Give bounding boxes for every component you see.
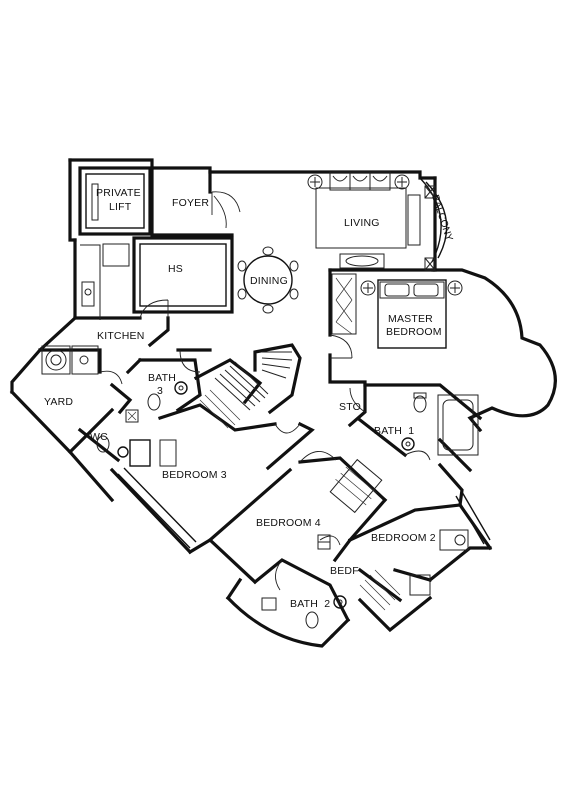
label-wc: WC [90, 431, 108, 443]
furniture [41, 171, 479, 629]
label-hs: HS [168, 263, 183, 275]
label-bedroom3: BEDROOM 3 [162, 469, 227, 481]
label-living: LIVING [344, 217, 380, 229]
label-yard: YARD [44, 396, 73, 408]
label-private-lift-2: LIFT [109, 201, 132, 213]
label-kitchen: KITCHEN [97, 330, 145, 342]
label-bedroom4: BEDROOM 4 [256, 517, 321, 529]
label-bath1: BATH 1 [374, 425, 414, 437]
label-balcony: BALCONY [429, 194, 454, 243]
label-bedroom2: BEDROOM 2 [371, 532, 436, 544]
label-master-bedroom-1: MASTER [388, 313, 433, 325]
label-sto: STO [339, 401, 361, 413]
label-dining: DINING [250, 275, 288, 287]
outer-walls [9, 158, 557, 648]
label-bedf: BEDF [330, 565, 359, 577]
doors [99, 191, 431, 591]
label-master-bedroom-2: BEDROOM [386, 326, 442, 338]
label-bath3-1: BATH [148, 372, 176, 384]
label-bath2: BATH 2 [290, 598, 330, 610]
label-foyer: FOYER [172, 197, 209, 209]
label-bath3-2: 3 [157, 385, 163, 397]
label-private-lift-1: PRIVATE [96, 187, 141, 199]
internal-walls [38, 166, 491, 623]
